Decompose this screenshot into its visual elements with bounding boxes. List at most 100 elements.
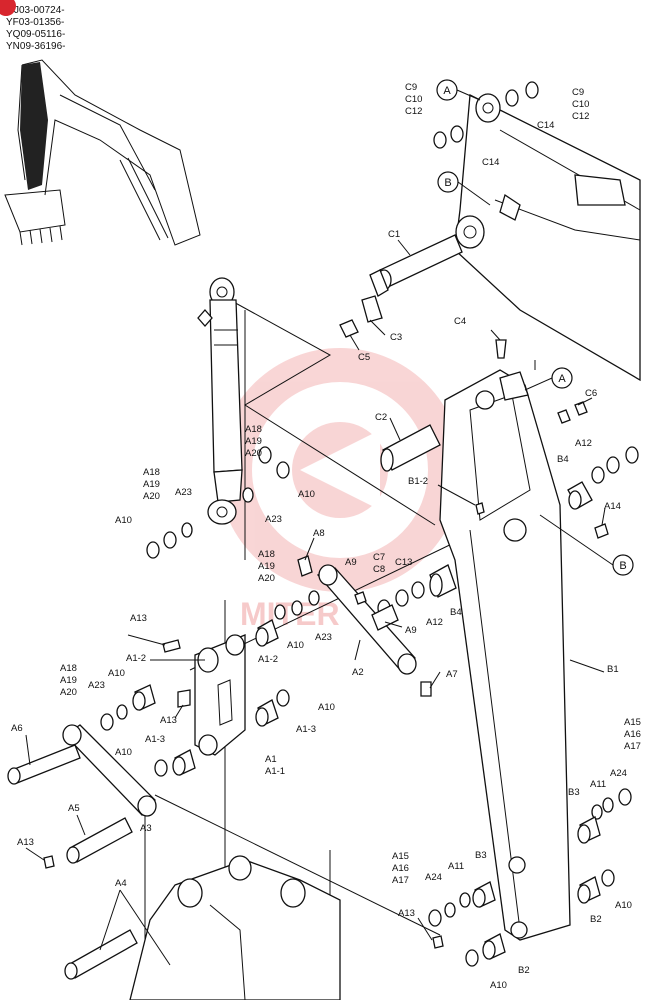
link-a3	[62, 724, 157, 817]
label-a12: A12	[575, 438, 592, 449]
label-a13: A13	[130, 613, 147, 624]
label-a8: A8	[313, 528, 325, 539]
label-a4: A4	[115, 878, 127, 889]
label-c12: C12	[572, 111, 589, 122]
label-a20: A20	[245, 448, 262, 459]
label-a10: A10	[298, 489, 315, 500]
label-a1-1: A1-1	[265, 766, 285, 777]
reference-circle-a-top: A	[436, 79, 458, 101]
bushing-group	[132, 481, 601, 960]
label-a14: A14	[604, 501, 621, 512]
pin-c1	[369, 234, 463, 297]
label-a1-3: A1-3	[145, 734, 165, 745]
watermark-logo	[218, 348, 462, 592]
fastener-group	[43, 401, 609, 949]
label-a24: A24	[425, 872, 442, 883]
reference-circle-b-top: B	[437, 171, 459, 193]
label-c13: C13	[395, 557, 412, 568]
machine-thumbnail	[4, 59, 201, 246]
bucket-bracket	[129, 855, 341, 1000]
label-b3: B3	[568, 787, 580, 798]
label-a23: A23	[315, 632, 332, 643]
label-c9: C9	[405, 82, 417, 93]
label-a10: A10	[318, 702, 335, 713]
label-c14: C14	[537, 120, 554, 131]
label-c6: C6	[585, 388, 597, 399]
label-a19: A19	[258, 561, 275, 572]
label-a12: A12	[426, 617, 443, 628]
label-a20: A20	[258, 573, 275, 584]
label-c4: C4	[454, 316, 466, 327]
label-a18: A18	[245, 424, 262, 435]
svg-text:A: A	[443, 85, 451, 97]
label-a24: A24	[610, 768, 627, 779]
label-a11: A11	[590, 779, 606, 790]
label-a11: A11	[448, 861, 464, 872]
label-a1: A1	[265, 754, 277, 765]
serial-code: YQ09-05116-	[6, 29, 65, 40]
label-c14: C14	[482, 157, 499, 168]
label-c2: C2	[375, 412, 387, 423]
label-a6: A6	[11, 723, 23, 734]
svg-text:B: B	[619, 560, 626, 572]
label-a10: A10	[108, 668, 125, 679]
label-a5: A5	[68, 803, 80, 814]
label-a23: A23	[265, 514, 282, 525]
boom-b1	[439, 369, 571, 941]
reference-circle-b-mid: B	[612, 554, 634, 576]
serial-code: YF03-01356-	[6, 17, 64, 28]
washer-group	[100, 81, 639, 967]
label-a13: A13	[398, 908, 415, 919]
svg-text:A: A	[558, 373, 566, 385]
label-a16: A16	[392, 863, 409, 874]
label-c5: C5	[358, 352, 370, 363]
label-a17: A17	[392, 875, 409, 886]
label-a19: A19	[245, 436, 262, 447]
label-a10: A10	[287, 640, 304, 651]
label-c10: C10	[405, 94, 422, 105]
label-a23: A23	[175, 487, 192, 498]
label-a20: A20	[143, 491, 160, 502]
label-a17: A17	[624, 741, 641, 752]
leader-lines	[25, 89, 614, 966]
label-a10: A10	[490, 980, 507, 991]
label-a18: A18	[143, 467, 160, 478]
corner-badge	[0, 0, 16, 16]
label-a15: A15	[624, 717, 641, 728]
link-a2	[316, 564, 417, 675]
label-c8: C8	[373, 564, 385, 575]
watermark-text: MITER	[240, 596, 340, 632]
label-a18: A18	[258, 549, 275, 560]
part-labels: C9 C10 C12 C9 C10 C12 C14 C14 C1 C3 C5 C…	[11, 82, 641, 991]
plate-c3	[361, 295, 383, 323]
label-c3: C3	[390, 332, 402, 343]
pin-a6	[7, 744, 81, 785]
label-b1-2: B1-2	[408, 476, 428, 487]
upper-arm-section	[454, 93, 641, 382]
bolt-c5	[339, 319, 359, 338]
label-b3: B3	[475, 850, 487, 861]
label-c12: C12	[405, 106, 422, 117]
label-c10: C10	[572, 99, 589, 110]
label-b1: B1	[607, 664, 619, 675]
label-a13: A13	[160, 715, 177, 726]
label-a10: A10	[615, 900, 632, 911]
serial-code: YN09-36196-	[6, 41, 65, 52]
label-a1-3: A1-3	[296, 724, 316, 735]
label-a19: A19	[60, 675, 77, 686]
bolt-c4	[495, 339, 507, 359]
label-b4: B4	[557, 454, 569, 465]
label-c1: C1	[388, 229, 400, 240]
label-b2: B2	[518, 965, 530, 976]
label-a10: A10	[115, 515, 132, 526]
label-c9: C9	[572, 87, 584, 98]
label-a13: A13	[17, 837, 34, 848]
label-a18: A18	[60, 663, 77, 674]
cylinder	[197, 277, 243, 525]
label-a16: A16	[624, 729, 641, 740]
label-a2: A2	[352, 667, 364, 678]
pin-a5	[66, 817, 133, 864]
label-b4: B4	[450, 607, 462, 618]
